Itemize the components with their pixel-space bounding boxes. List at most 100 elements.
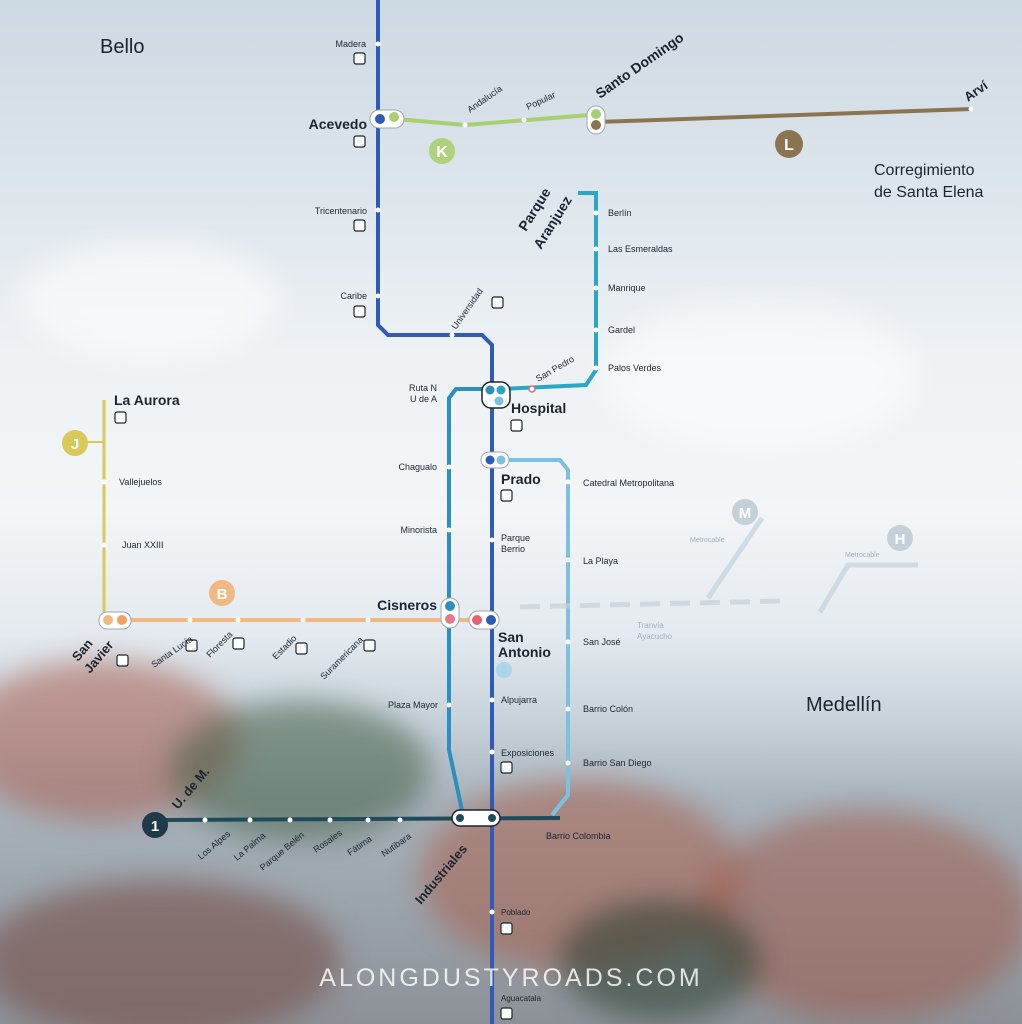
station-santo-domingo: Santo Domingo — [593, 29, 687, 101]
area-bello: Bello — [100, 36, 145, 58]
station-madera: Madera — [335, 39, 366, 49]
badge-l-label: L — [784, 137, 794, 154]
station-berlin: Berlín — [608, 208, 632, 218]
station-la-palma: La Palma — [232, 830, 268, 862]
station-estadio: Estadio — [270, 633, 298, 661]
area-santa-elena-line-2: de Santa Elena — [874, 184, 984, 201]
station-ruta-n-1: Ruta N — [409, 383, 437, 393]
station-santa-lucia: Santa Lucía — [149, 634, 194, 670]
label-tranvia-2: Ayacucho — [637, 632, 673, 641]
city-blur — [170, 700, 430, 840]
station-minorista: Minorista — [400, 525, 437, 535]
badge-j: J — [62, 430, 88, 456]
badge-1-label: 1 — [151, 818, 159, 835]
station-palos-verdes: Palos Verdes — [608, 363, 662, 373]
station-catedral: Catedral Metropolitana — [583, 478, 674, 488]
station-los-alpes: Los Alpes — [196, 828, 233, 861]
cloud — [20, 240, 280, 360]
station-exposiciones: Exposiciones — [501, 748, 555, 758]
station-acevedo: Acevedo — [309, 116, 367, 132]
area-medellin: Medellín — [806, 694, 882, 716]
station-industriales: Industriales — [412, 841, 470, 907]
cloud — [600, 300, 920, 450]
station-suramericana: Suramericana — [318, 635, 365, 682]
station-universidad: Universidad — [449, 286, 484, 331]
line-m — [705, 516, 765, 600]
label-tranvia-1: Tranvía — [637, 621, 664, 630]
station-hospital: Hospital — [511, 400, 566, 416]
city-blur — [0, 880, 340, 1024]
line-l — [597, 107, 973, 124]
badge-m-label: M — [739, 505, 752, 522]
station-nutibara: Nutibara — [379, 831, 413, 859]
badge-j-label: J — [71, 436, 79, 453]
badge-h: H — [887, 525, 913, 551]
station-la-playa: La Playa — [583, 556, 618, 566]
badge-k: K — [429, 138, 455, 164]
badge-k-label: K — [436, 144, 448, 161]
station-caribe: Caribe — [340, 291, 367, 301]
badge-l: L — [775, 130, 803, 158]
station-andalucia: Andalucía — [465, 83, 504, 114]
station-chagualo: Chagualo — [398, 462, 437, 472]
station-poblado: Poblado — [501, 908, 531, 917]
label-metrocable-h: Metrocable — [845, 552, 880, 559]
tram-ayacucho-faded — [519, 598, 781, 610]
station-las-esmeraldas: Las Esmeraldas — [608, 244, 673, 254]
interchange-san-javier — [98, 611, 132, 630]
badge-m: M — [732, 499, 758, 525]
interchange-hospital — [481, 381, 511, 409]
line-lightblue — [496, 458, 570, 817]
station-san-antonio-2: Antonio — [498, 644, 551, 660]
station-parque-berrio-2: Berrio — [501, 544, 525, 554]
city-blur — [560, 900, 760, 1020]
station-tricentenario: Tricentenario — [315, 206, 367, 216]
badge-1: 1 — [142, 812, 168, 838]
info-icon — [496, 662, 512, 678]
label-metrocable-m: Metrocable — [690, 537, 725, 544]
station-popular: Popular — [525, 90, 557, 112]
station-floresta: Floresta — [204, 629, 234, 659]
station-la-aurora: La Aurora — [114, 392, 180, 408]
station-aguacatala: Aguacatala — [501, 994, 542, 1003]
station-san-jose: San José — [583, 637, 621, 647]
station-prado: Prado — [501, 471, 541, 487]
station-san-pedro: San Pedro — [534, 354, 576, 384]
station-plaza-mayor: Plaza Mayor — [388, 700, 438, 710]
station-u-de-m: U. de M. — [169, 764, 213, 812]
station-dots — [101, 41, 974, 915]
station-manrique: Manrique — [608, 283, 646, 293]
line-p — [447, 387, 486, 816]
line-k — [384, 113, 591, 128]
badge-b-label: B — [217, 586, 228, 603]
area-santa-elena: Corregimiento de Santa Elena — [874, 160, 983, 204]
interchange-san-antonio — [468, 610, 500, 630]
station-vallejuelos: Vallejuelos — [119, 477, 162, 487]
station-juan-xxiii: Juan XXIII — [122, 540, 164, 550]
badge-h-label: H — [895, 531, 906, 548]
interchange-prado — [480, 451, 510, 469]
interchange-industriales — [451, 809, 501, 827]
interchange-santo-domingo — [586, 105, 606, 135]
station-fatima: Fátima — [345, 834, 373, 858]
interchange-acevedo — [369, 109, 405, 129]
interchange-cisneros — [440, 597, 460, 629]
line-h — [817, 562, 918, 614]
station-alpujarra: Alpujarra — [501, 695, 537, 705]
station-san-antonio-1: San — [498, 629, 524, 645]
line-1 — [164, 816, 561, 822]
station-barrio-colon: Barrio Colón — [583, 704, 633, 714]
watermark: ALONGDUSTYROADS.COM — [319, 964, 703, 992]
san-pedro-dot — [528, 385, 536, 393]
bus-markers — [114, 52, 523, 1020]
area-santa-elena-line-1: Corregimiento — [874, 162, 975, 179]
station-ruta-n-2: U de A — [410, 394, 437, 404]
station-parque-berrio-1: Parque — [501, 533, 530, 543]
station-gardel: Gardel — [608, 325, 635, 335]
station-cisneros: Cisneros — [377, 597, 437, 613]
station-rosales: Rosales — [311, 828, 344, 855]
station-barrio-colombia: Barrio Colombia — [546, 831, 611, 841]
city-blur — [700, 810, 1022, 1020]
